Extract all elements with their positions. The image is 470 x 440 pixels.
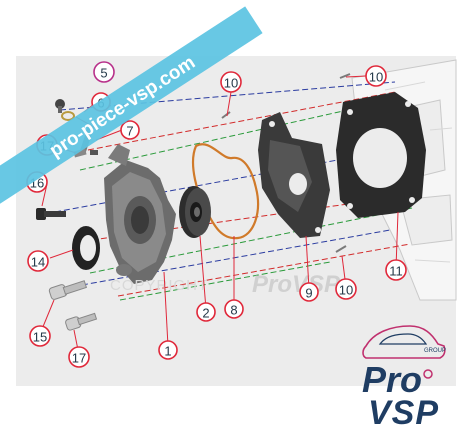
svg-text:5: 5 — [100, 66, 107, 81]
callout-17-lower: 17 — [68, 346, 90, 368]
callout-14: 14 — [27, 250, 49, 272]
part-17-screw-lower — [65, 312, 98, 331]
svg-text:VSP: VSP — [368, 394, 439, 432]
svg-text:10: 10 — [224, 76, 238, 91]
callout-15: 15 — [29, 325, 51, 347]
part-16-bolt — [36, 208, 66, 220]
svg-text:7: 7 — [126, 124, 133, 139]
part-6-washer — [61, 111, 75, 121]
svg-text:GROUP: GROUP — [424, 348, 446, 354]
svg-text:11: 11 — [389, 264, 403, 279]
callout-7: 7 — [120, 120, 140, 140]
part-11-gasket — [336, 92, 426, 218]
svg-text:2: 2 — [202, 306, 209, 321]
callout-11: 11 — [385, 259, 407, 281]
part-9-back-plate — [258, 112, 330, 238]
svg-text:15: 15 — [33, 330, 47, 345]
callout-10-top: 10 — [220, 71, 242, 93]
part-10-pins — [221, 73, 351, 253]
part-15-screw — [48, 280, 88, 300]
svg-text:10: 10 — [369, 70, 383, 85]
callout-9: 9 — [299, 282, 319, 302]
logo-star-icon — [423, 369, 433, 379]
callout-10-bottom: 10 — [335, 278, 357, 300]
callout-10-right: 10 — [365, 65, 387, 87]
callout-2: 2 — [196, 302, 216, 322]
watermark-copyright: COPYRIGHT — [110, 277, 208, 294]
svg-text:8: 8 — [230, 303, 237, 318]
callout-5: 5 — [93, 61, 115, 83]
svg-text:9: 9 — [305, 286, 312, 301]
svg-text:17: 17 — [72, 351, 86, 366]
provsp-logo: GROUP Pro VSP — [362, 325, 446, 432]
svg-text:14: 14 — [31, 255, 45, 270]
part-5-fitting — [55, 99, 65, 113]
watermark-brand: ProVSP — [252, 271, 341, 298]
svg-text:10: 10 — [339, 283, 353, 298]
callout-8: 8 — [224, 299, 244, 319]
part-14-seal — [72, 226, 100, 270]
part-2-rotor — [179, 186, 211, 238]
svg-text:1: 1 — [164, 344, 171, 359]
part-1-pump-body — [104, 144, 176, 284]
callout-1: 1 — [158, 340, 178, 360]
car-outline-icon — [362, 325, 446, 359]
svg-text:Pro: Pro — [362, 359, 422, 400]
